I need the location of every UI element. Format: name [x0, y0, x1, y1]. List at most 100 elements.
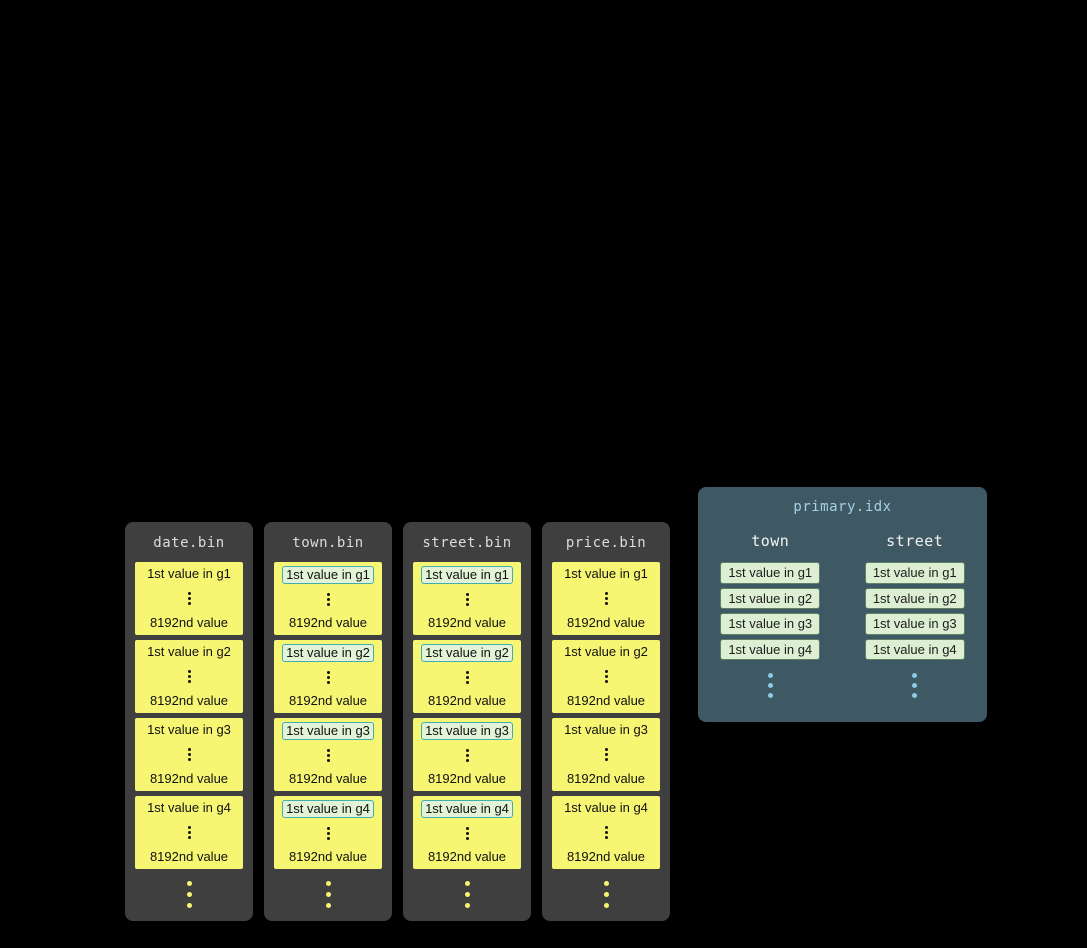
more-entries-ellipsis-icon	[912, 673, 918, 699]
ellipsis-icon	[604, 748, 608, 761]
bin-title: street.bin	[422, 535, 512, 551]
granule-first-value: 1st value in g1	[147, 566, 231, 582]
more-granules-ellipsis-icon	[464, 881, 470, 908]
ellipsis-icon	[187, 592, 191, 605]
bin-panel-street: street.bin 1st value in g1 8192nd value …	[403, 522, 531, 921]
granule-last-value: 8192nd value	[149, 848, 229, 864]
granule-first-value: 1st value in g1	[421, 566, 513, 585]
primary-index-title: primary.idx	[793, 499, 892, 515]
granule-last-value: 8192nd value	[427, 692, 507, 708]
granule-last-value: 8192nd value	[149, 692, 229, 708]
granule-last-value: 8192nd value	[566, 848, 646, 864]
granule-first-label: 1st value in g2	[564, 644, 648, 659]
granule-first-label: 1st value in g3	[147, 722, 231, 737]
index-column-street: street 1st value in g1 1st value in g2 1…	[864, 532, 965, 699]
bin-title: date.bin	[153, 535, 225, 551]
granule-first-label: 1st value in g3	[564, 722, 648, 737]
granule-g3: 1st value in g3 8192nd value	[413, 718, 521, 791]
granule-last-value: 8192nd value	[566, 614, 646, 630]
granule-first-value: 1st value in g3	[147, 722, 231, 738]
granule-g4: 1st value in g4 8192nd value	[413, 796, 521, 869]
ellipsis-icon	[326, 593, 330, 606]
granule-g1: 1st value in g1 8192nd value	[413, 562, 521, 635]
granule-last-value: 8192nd value	[149, 770, 229, 786]
granule-first-label-highlighted: 1st value in g4	[282, 800, 374, 819]
more-granules-ellipsis-icon	[186, 881, 192, 908]
granule-first-label-highlighted: 1st value in g2	[282, 644, 374, 663]
granule-first-value: 1st value in g3	[564, 722, 648, 738]
index-entry: 1st value in g3	[720, 613, 821, 635]
granule-g2: 1st value in g2 8192nd value	[552, 640, 660, 713]
ellipsis-icon	[465, 593, 469, 606]
granule-first-label-highlighted: 1st value in g1	[421, 566, 513, 585]
ellipsis-icon	[465, 671, 469, 684]
ellipsis-icon	[187, 826, 191, 839]
granule-g2: 1st value in g2 8192nd value	[135, 640, 243, 713]
granule-first-label-highlighted: 1st value in g3	[282, 722, 374, 741]
ellipsis-icon	[326, 671, 330, 684]
granule-g4: 1st value in g4 8192nd value	[135, 796, 243, 869]
granule-last-value: 8192nd value	[566, 770, 646, 786]
granule-first-label: 1st value in g1	[147, 566, 231, 581]
granule-first-value: 1st value in g4	[421, 800, 513, 819]
ellipsis-icon	[604, 592, 608, 605]
primary-index-panel: primary.idx town 1st value in g1 1st val…	[698, 487, 987, 722]
granule-last-value: 8192nd value	[566, 692, 646, 708]
granule-first-value: 1st value in g4	[147, 800, 231, 816]
ellipsis-icon	[326, 749, 330, 762]
ellipsis-icon	[187, 670, 191, 683]
granule-first-label: 1st value in g2	[147, 644, 231, 659]
index-column-header: town	[751, 532, 790, 550]
granule-first-value: 1st value in g1	[564, 566, 648, 582]
granule-first-value: 1st value in g2	[564, 644, 648, 660]
bin-title: town.bin	[292, 535, 364, 551]
granule-g1: 1st value in g1 8192nd value	[135, 562, 243, 635]
index-entry: 1st value in g1	[864, 562, 965, 584]
granule-last-value: 8192nd value	[288, 848, 368, 864]
index-entry: 1st value in g1	[720, 562, 821, 584]
index-entry: 1st value in g4	[720, 638, 821, 661]
ellipsis-icon	[465, 827, 469, 840]
granule-first-label-highlighted: 1st value in g4	[421, 800, 513, 819]
granule-first-value: 1st value in g2	[421, 644, 513, 663]
granule-last-value: 8192nd value	[427, 848, 507, 864]
granule-first-label-highlighted: 1st value in g1	[282, 566, 374, 585]
granule-g4: 1st value in g4 8192nd value	[274, 796, 382, 869]
index-entry: 1st value in g4	[864, 638, 965, 661]
granule-first-value: 1st value in g3	[282, 722, 374, 741]
granule-first-value: 1st value in g1	[282, 566, 374, 585]
granule-last-value: 8192nd value	[149, 614, 229, 630]
granule-first-value: 1st value in g2	[147, 644, 231, 660]
granule-first-label-highlighted: 1st value in g2	[421, 644, 513, 663]
more-granules-ellipsis-icon	[603, 881, 609, 908]
index-entry: 1st value in g2	[720, 587, 821, 610]
ellipsis-icon	[326, 827, 330, 840]
ellipsis-icon	[187, 748, 191, 761]
granule-g2: 1st value in g2 8192nd value	[274, 640, 382, 713]
granule-first-value: 1st value in g4	[564, 800, 648, 816]
ellipsis-icon	[604, 670, 608, 683]
granule-first-label: 1st value in g4	[564, 800, 648, 815]
granule-first-label: 1st value in g1	[564, 566, 648, 581]
granule-last-value: 8192nd value	[288, 692, 368, 708]
granule-first-value: 1st value in g2	[282, 644, 374, 663]
ellipsis-icon	[465, 749, 469, 762]
bin-panel-date: date.bin 1st value in g1 8192nd value 1s…	[125, 522, 253, 921]
index-column-header: street	[886, 532, 944, 550]
granule-last-value: 8192nd value	[288, 614, 368, 630]
granule-first-label-highlighted: 1st value in g3	[421, 722, 513, 741]
bin-panel-price: price.bin 1st value in g1 8192nd value 1…	[542, 522, 670, 921]
more-granules-ellipsis-icon	[325, 881, 331, 908]
bin-title: price.bin	[565, 535, 647, 551]
index-entry: 1st value in g3	[864, 613, 965, 635]
granule-g4: 1st value in g4 8192nd value	[552, 796, 660, 869]
granule-first-value: 1st value in g4	[282, 800, 374, 819]
granule-first-label: 1st value in g4	[147, 800, 231, 815]
granule-g3: 1st value in g3 8192nd value	[135, 718, 243, 791]
granule-g1: 1st value in g1 8192nd value	[274, 562, 382, 635]
more-entries-ellipsis-icon	[767, 673, 773, 699]
bin-panel-town: town.bin 1st value in g1 8192nd value 1s…	[264, 522, 392, 921]
index-entry: 1st value in g2	[864, 587, 965, 610]
granule-g3: 1st value in g3 8192nd value	[274, 718, 382, 791]
